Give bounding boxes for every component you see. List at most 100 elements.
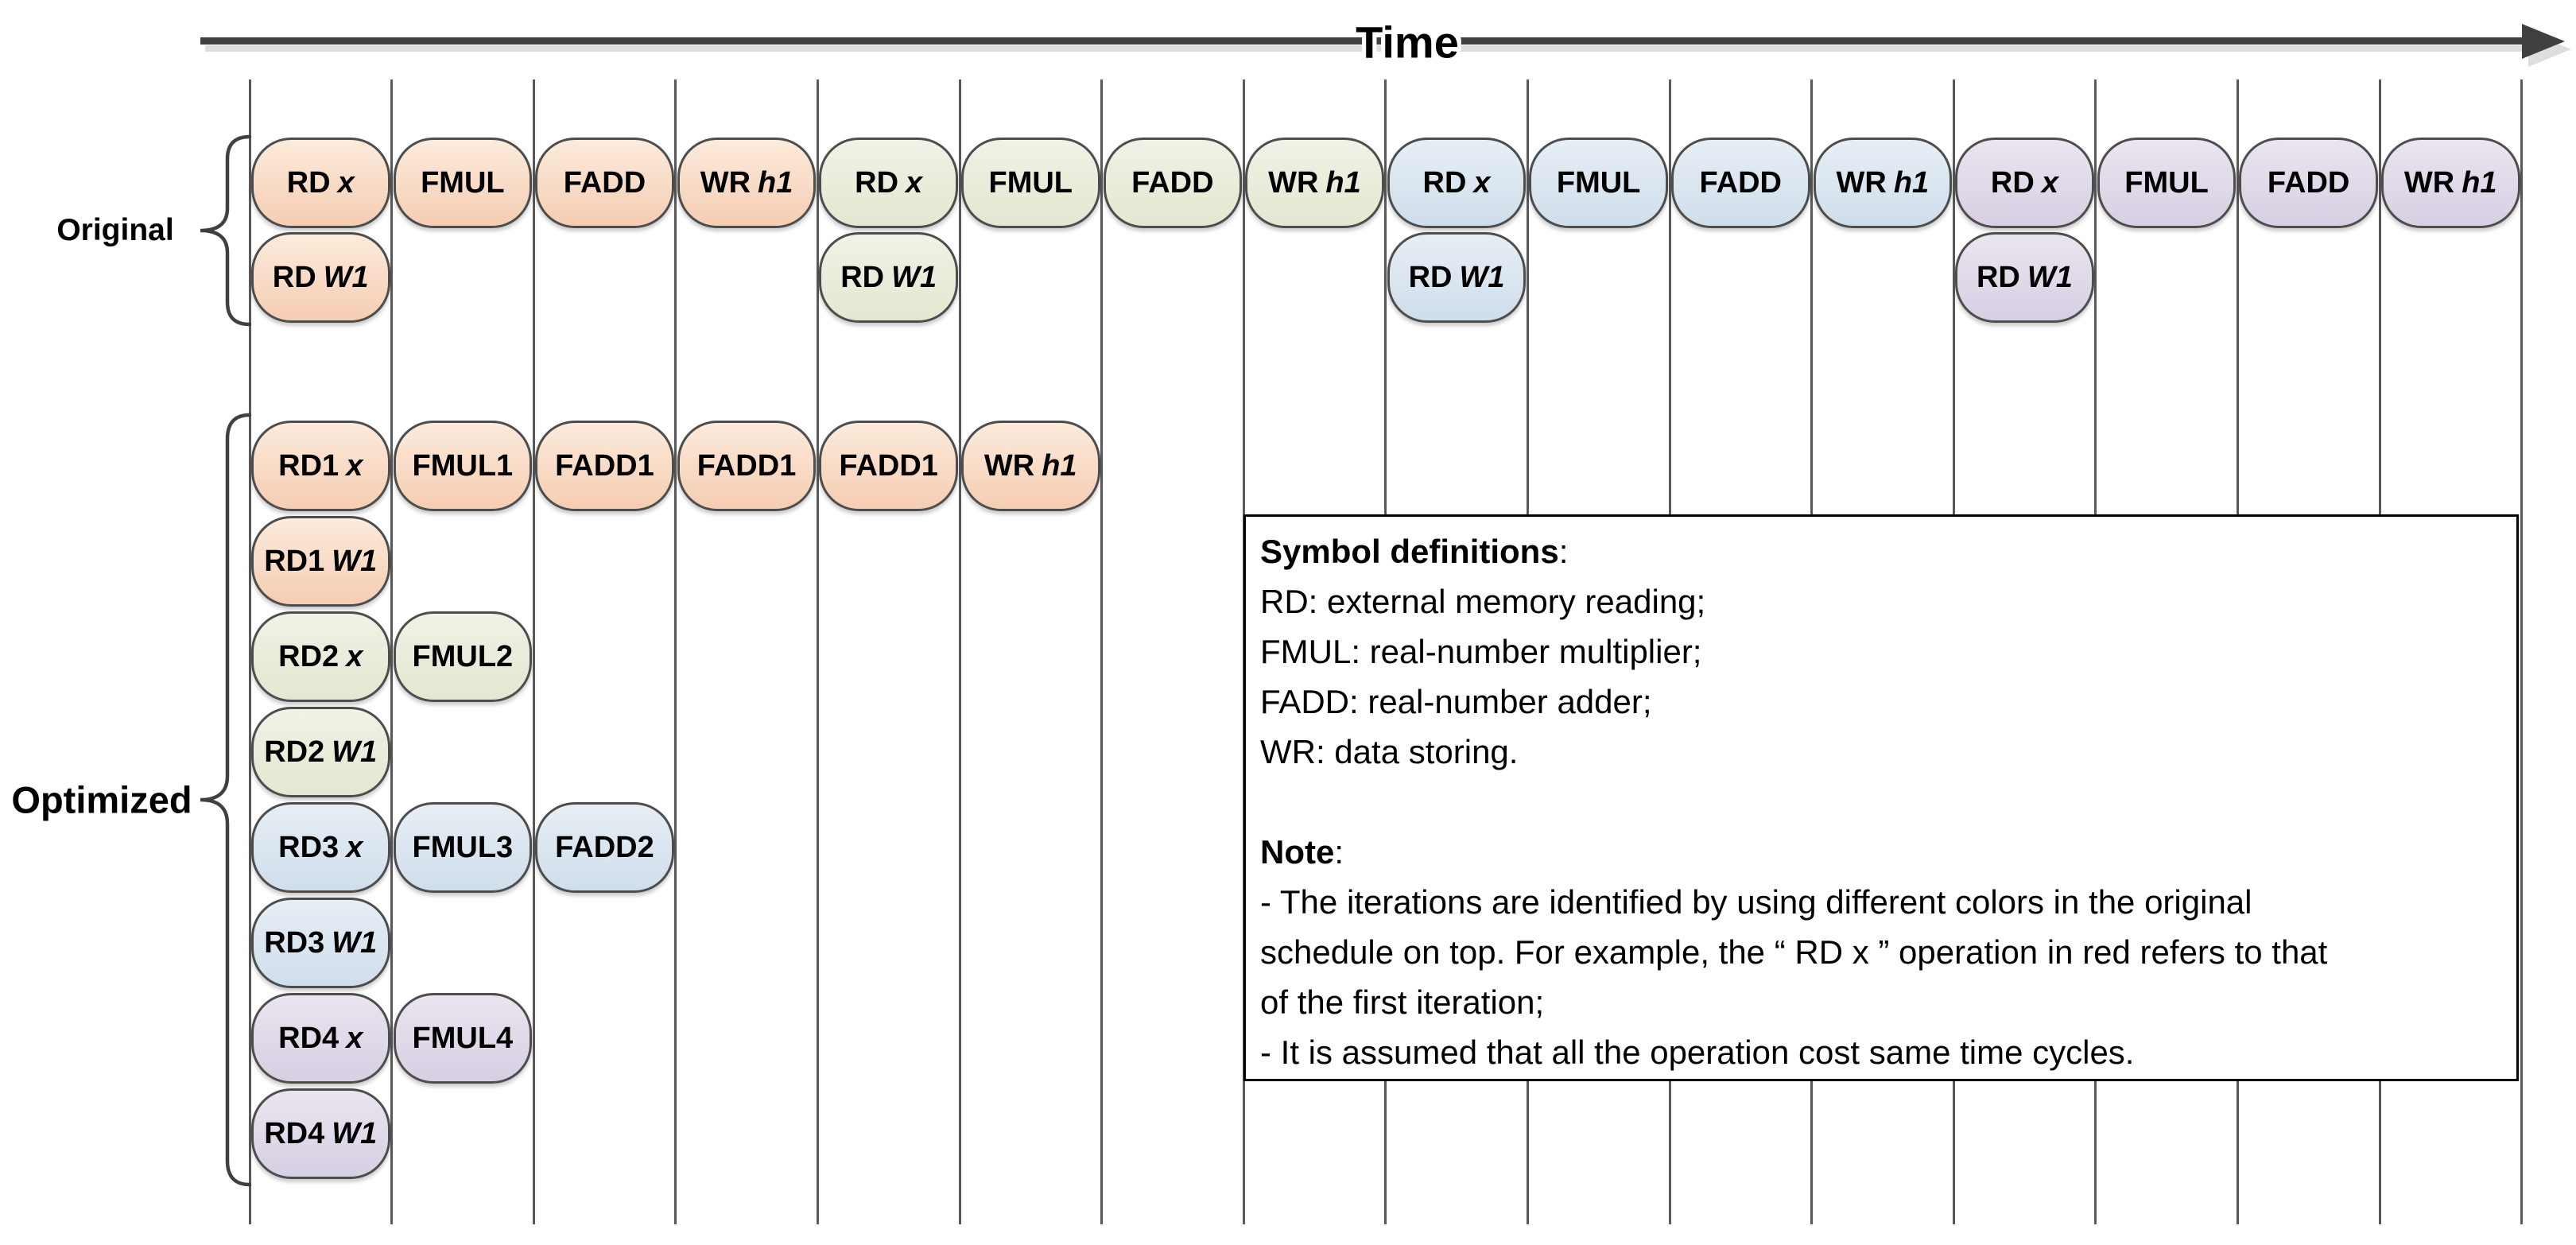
legend-title: Symbol definitions: [1260, 533, 1569, 570]
pill-label: WR [983, 448, 1035, 483]
pill-label: RD3 [264, 925, 325, 960]
original-brace [200, 134, 252, 327]
legend-definition-line: RD: external memory reading; [1260, 583, 1706, 620]
legend-definition-line: WR: data storing. [1260, 733, 1519, 770]
pill-label: FMUL2 [412, 639, 514, 673]
pill-label: WR [1268, 165, 1319, 200]
pill-fmul: FMUL [2097, 138, 2237, 228]
pill-label: FADD [1131, 165, 1214, 200]
pill-fadd: FADD [2239, 138, 2378, 228]
time-axis-label: Time [1356, 17, 1459, 68]
pill-fmul2: FMUL2 [393, 611, 533, 702]
legend-spacer [1260, 777, 2508, 827]
pill-label: RD1 [278, 448, 339, 483]
pill-label: FMUL [2124, 165, 2209, 200]
pill-label-operand: x [346, 1021, 363, 1055]
pill-fadd: FADD [1103, 138, 1243, 228]
pill-label-operand: x [346, 830, 363, 864]
pill-label-operand: W1 [2027, 260, 2073, 294]
pill-label: FADD1 [839, 448, 938, 483]
grid-column-line [958, 80, 961, 1224]
pill-label: FMUL [421, 165, 505, 200]
pill-label-operand: x [337, 165, 355, 200]
pill-label: FMUL4 [412, 1021, 514, 1055]
pill-label: RD [1408, 260, 1453, 294]
legend-note-line: - It is assumed that all the operation c… [1260, 1034, 2135, 1071]
pill-fadd1: FADD1 [535, 421, 674, 511]
pill-fadd1: FADD1 [677, 421, 817, 511]
pill-label: RD3 [278, 830, 339, 864]
grid-column-line [674, 80, 677, 1224]
pill-label-operand: h1 [758, 165, 793, 200]
pill-label-operand: W1 [323, 260, 369, 294]
pill-label: FMUL [988, 165, 1073, 200]
pill-label: FADD1 [555, 448, 654, 483]
pill-label: FMUL [1556, 165, 1641, 200]
legend-definition-line: FADD: real-number adder; [1260, 683, 1652, 720]
pill-fmul3: FMUL3 [393, 802, 533, 893]
pill-label: RD1 [264, 544, 325, 578]
legend-definitions: RD: external memory reading;FMUL: real-n… [1260, 576, 2508, 777]
pill-label-operand: x [906, 165, 923, 200]
pill-label-operand: x [346, 448, 363, 483]
pill-label-operand: W1 [332, 925, 378, 960]
grid-column-line [532, 80, 535, 1224]
pill-label-operand: W1 [332, 735, 378, 769]
pill-label: RD4 [278, 1021, 339, 1055]
pill-fadd2: FADD2 [535, 802, 674, 893]
pill-label: FADD [2267, 165, 2350, 200]
pill-fmul: FMUL [393, 138, 533, 228]
pill-label: RD [1990, 165, 2035, 200]
time-arrow-shadow [205, 45, 2527, 52]
pill-label-operand: x [2041, 165, 2058, 200]
pill-label: RD [840, 260, 885, 294]
pill-fmul: FMUL [1529, 138, 1668, 228]
pill-label-operand: W1 [332, 544, 378, 578]
legend-note-line: of the first iteration; [1260, 983, 1545, 1021]
grid-column-line [1100, 80, 1104, 1224]
optimized-brace [200, 413, 252, 1187]
grid-column-line [390, 80, 394, 1224]
legend-note-title: Note: [1260, 833, 1344, 871]
pill-label: WR [2403, 165, 2455, 200]
pill-label-operand: h1 [1893, 165, 1930, 200]
time-arrow-head-icon [2522, 24, 2565, 59]
pill-label-operand: x [1473, 165, 1491, 200]
pill-fmul1: FMUL1 [393, 421, 533, 511]
legend-box: Symbol definitions: RD: external memory … [1243, 514, 2519, 1081]
pill-label: RD [1976, 260, 2020, 294]
optimized-section-label: Optimized [11, 778, 192, 821]
time-arrow-line [200, 37, 2524, 45]
pill-label: RD [1422, 165, 1467, 200]
pill-label-operand: W1 [1459, 260, 1505, 294]
pill-label: FMUL1 [412, 448, 514, 483]
legend-note-line: - The iterations are identified by using… [1260, 883, 2252, 921]
pill-label: FADD1 [696, 448, 797, 483]
pill-label-operand: h1 [2462, 165, 2497, 200]
grid-column-line [2520, 80, 2524, 1224]
pill-label: FADD [1699, 165, 1782, 200]
legend-notes: - The iterations are identified by using… [1260, 877, 2508, 1077]
pill-fadd: FADD [1671, 138, 1810, 228]
legend-note-line: schedule on top. For example, the “ RD x… [1260, 933, 2328, 971]
original-section-label: Original [56, 213, 174, 247]
pill-label: FMUL3 [412, 830, 514, 864]
